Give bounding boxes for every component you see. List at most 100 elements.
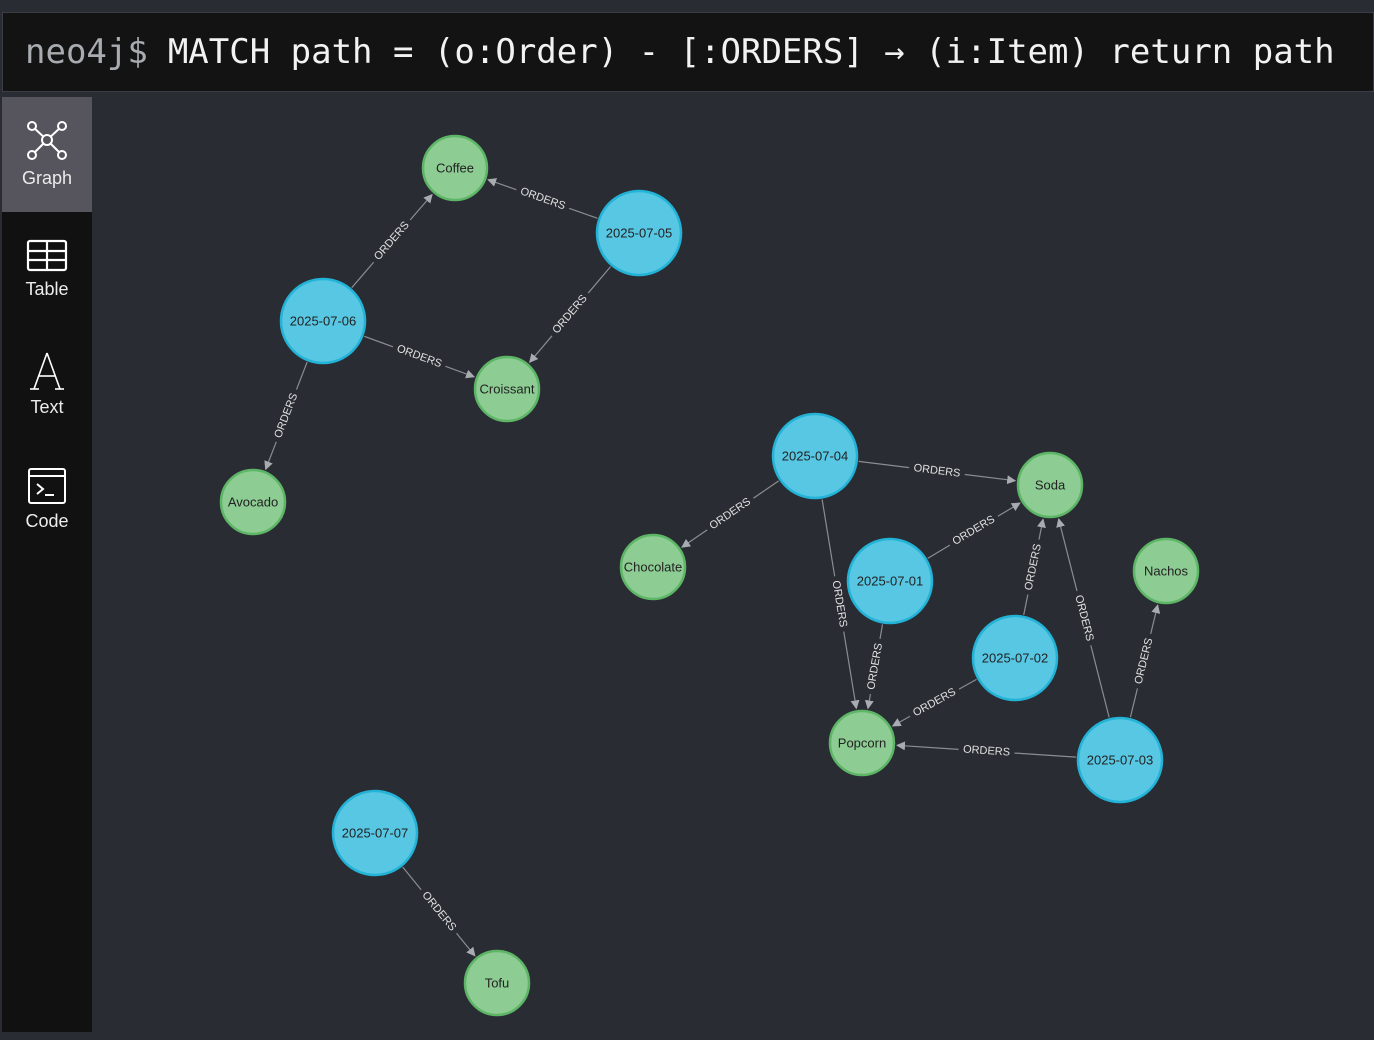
query-bar[interactable]: neo4j$ MATCH path = (o:Order) - [:ORDERS… — [2, 12, 1374, 92]
node-circle — [473, 355, 541, 423]
relationship-line — [364, 335, 394, 348]
relationship-arrow — [1037, 518, 1046, 540]
item-node-chocolate[interactable]: Chocolate — [619, 533, 687, 601]
relationship-label: ORDERS — [1072, 594, 1095, 643]
node-label: Chocolate — [624, 559, 683, 574]
query-text[interactable]: MATCH path = (o:Order) - [:ORDERS] → (i:… — [167, 32, 1335, 72]
view-tab-table[interactable]: Table — [2, 212, 92, 327]
relationship-line — [821, 499, 836, 577]
relationship-o0703-popcorn[interactable]: ORDERS — [896, 741, 1077, 759]
relationship-label: ORDERS — [1023, 543, 1044, 592]
order-node-o0701[interactable]: 2025-07-01 — [846, 537, 934, 625]
node-circle — [463, 949, 531, 1017]
node-circle — [971, 614, 1059, 702]
relationship-o0706-coffee[interactable]: ORDERS — [351, 193, 433, 289]
relationship-o0704-chocolate[interactable]: ORDERS — [681, 480, 780, 548]
relationship-line — [879, 624, 884, 639]
relationship-o0701-popcorn[interactable]: ORDERS — [864, 624, 885, 710]
view-tab-code[interactable]: Code — [2, 442, 92, 557]
relationship-arrow — [529, 335, 553, 363]
relationship-arrow — [997, 502, 1021, 517]
relationship-arrow — [864, 693, 874, 710]
node-circle — [279, 277, 367, 365]
item-node-soda[interactable]: Soda — [1016, 451, 1084, 519]
relationship-o0702-popcorn[interactable]: ORDERS — [891, 678, 977, 727]
item-node-coffee[interactable]: Coffee — [421, 134, 489, 202]
relationship-arrow — [1056, 518, 1078, 592]
node-circle — [828, 709, 896, 777]
node-circle — [1016, 451, 1084, 519]
view-tab-label: Graph — [21, 168, 73, 188]
relationship-o0707-tofu[interactable]: ORDERS — [402, 866, 476, 957]
node-label: Soda — [1035, 477, 1066, 492]
relationship-line — [587, 266, 612, 294]
relationship-o0703-soda[interactable]: ORDERS — [1056, 518, 1110, 718]
item-node-nachos[interactable]: Nachos — [1132, 537, 1200, 605]
order-node-o0705[interactable]: 2025-07-05 — [595, 189, 683, 277]
relationship-line — [958, 678, 977, 690]
query-prompt: neo4j$ — [25, 32, 148, 72]
relationship-label: ORDERS — [951, 513, 998, 548]
relationship-o0705-croissant[interactable]: ORDERS — [529, 266, 612, 363]
edges-layer: ORDERSORDERSORDERSORDERSORDERSORDERSORDE… — [264, 178, 1161, 957]
view-tab-label: Code — [25, 511, 69, 531]
relationship-arrow — [843, 631, 860, 710]
view-tab-graph[interactable]: Graph — [2, 97, 92, 212]
relationship-label: ORDERS — [395, 343, 443, 371]
relationship-label: ORDERS — [519, 185, 567, 212]
node-label: 2025-07-01 — [857, 573, 924, 588]
order-node-o0704[interactable]: 2025-07-04 — [771, 412, 859, 500]
relationship-line — [1090, 645, 1110, 718]
relationship-arrow — [681, 529, 708, 548]
relationship-o0704-soda[interactable]: ORDERS — [858, 460, 1017, 485]
relationship-o0706-avocado[interactable]: ORDERS — [264, 361, 308, 471]
item-node-avocado[interactable]: Avocado — [219, 468, 287, 536]
item-node-popcorn[interactable]: Popcorn — [828, 709, 896, 777]
node-label: 2025-07-03 — [1087, 752, 1154, 767]
node-label: Avocado — [228, 494, 278, 509]
relationship-line — [568, 207, 598, 219]
node-label: Tofu — [485, 975, 510, 990]
relationship-line — [402, 866, 422, 891]
node-label: 2025-07-04 — [782, 448, 849, 463]
order-node-o0703[interactable]: 2025-07-03 — [1076, 716, 1164, 804]
relationship-arrow — [896, 741, 959, 751]
relationship-o0706-croissant[interactable]: ORDERS — [364, 335, 476, 379]
view-tab-text[interactable]: Text — [2, 327, 92, 442]
node-label: Coffee — [436, 160, 474, 175]
relationship-o0705-coffee[interactable]: ORDERS — [487, 178, 598, 219]
relationship-line — [295, 361, 308, 390]
node-label: 2025-07-02 — [982, 650, 1049, 665]
relationship-o0702-soda[interactable]: ORDERS — [1023, 518, 1046, 615]
node-circle — [219, 468, 287, 536]
relationship-line — [927, 544, 951, 559]
item-node-croissant[interactable]: Croissant — [473, 355, 541, 423]
item-node-tofu[interactable]: Tofu — [463, 949, 531, 1017]
order-node-o0702[interactable]: 2025-07-02 — [971, 614, 1059, 702]
code-icon — [28, 468, 66, 504]
relationship-arrow — [409, 193, 433, 221]
relationship-label: ORDERS — [707, 496, 753, 533]
relationship-arrow — [487, 178, 517, 191]
relationship-line — [351, 261, 375, 289]
relationship-arrow — [891, 715, 911, 727]
relationship-label: ORDERS — [911, 686, 958, 719]
node-circle — [331, 789, 419, 877]
relationship-arrow — [264, 441, 277, 471]
relationship-arrow — [456, 932, 476, 957]
relationship-line — [1023, 594, 1029, 615]
relationship-o0701-soda[interactable]: ORDERS — [927, 502, 1021, 559]
relationship-arrow — [445, 365, 476, 379]
table-icon — [26, 239, 68, 272]
relationship-o0703-nachos[interactable]: ORDERS — [1129, 604, 1161, 718]
relationship-line — [753, 480, 780, 499]
node-circle — [846, 537, 934, 625]
relationship-o0704-popcorn[interactable]: ORDERS — [821, 499, 860, 710]
order-node-o0706[interactable]: 2025-07-06 — [279, 277, 367, 365]
relationship-label: ORDERS — [419, 889, 458, 933]
node-label: 2025-07-07 — [342, 825, 409, 840]
node-circle — [595, 189, 683, 277]
order-node-o0707[interactable]: 2025-07-07 — [331, 789, 419, 877]
node-label: Nachos — [1144, 563, 1189, 578]
